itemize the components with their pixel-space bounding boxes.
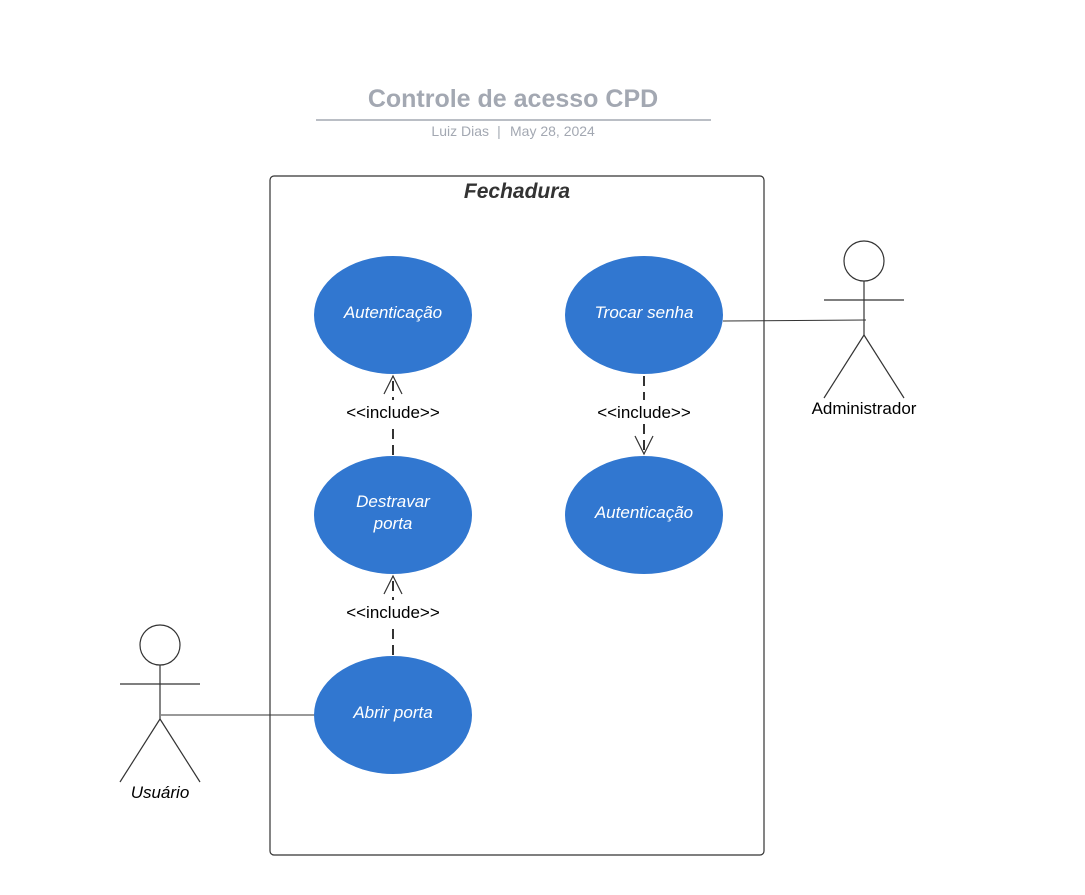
use-case-destravar-porta[interactable]: Destravar porta [314,456,472,574]
actor-label-administrador: Administrador [812,399,917,418]
actor-label-usuario: Usuário [131,783,190,802]
date-label: May 28, 2024 [510,123,595,139]
include-label-2: <<include>> [346,603,440,622]
actor-leg-right [159,718,201,783]
include-label-3: <<include>> [597,403,691,422]
include-arrowhead-3 [634,435,654,456]
actor-leg-right [863,334,905,399]
include-arrowhead-2 [383,574,403,595]
use-case-abrir-porta[interactable]: Abrir porta [314,656,472,774]
use-case-autenticacao-right[interactable]: Autenticação [565,456,723,574]
meta-separator: | [497,123,501,139]
use-case-label: Autenticação [343,303,442,322]
actor-administrador[interactable]: Administrador [812,240,917,418]
stereo-bg-1 [338,400,448,424]
diagram-title: Controle de acesso CPD [368,85,658,113]
actor-leg-left [823,334,865,399]
actor-head [843,240,885,282]
stereo-bg-3 [589,400,699,424]
association-admin-trocar-senha[interactable] [722,319,867,322]
actor-head [139,624,181,666]
author-label: Luiz Dias [431,123,489,139]
actor-leg-left [119,718,161,783]
use-case-label-line2: porta [373,514,413,533]
use-case-label-line1: Destravar [356,492,431,511]
include-arrowhead-1 [383,374,403,395]
use-case-autenticacao-left[interactable]: Autenticação [314,256,472,374]
stereo-bg-2 [338,600,448,624]
use-case-label: Abrir porta [352,703,432,722]
include-label-1: <<include>> [346,403,440,422]
use-case-label: Trocar senha [595,303,694,322]
use-case-trocar-senha[interactable]: Trocar senha [565,256,723,374]
system-title: Fechadura [464,180,571,203]
use-case-label: Autenticação [594,503,693,522]
actor-usuario[interactable]: Usuário [119,624,201,802]
